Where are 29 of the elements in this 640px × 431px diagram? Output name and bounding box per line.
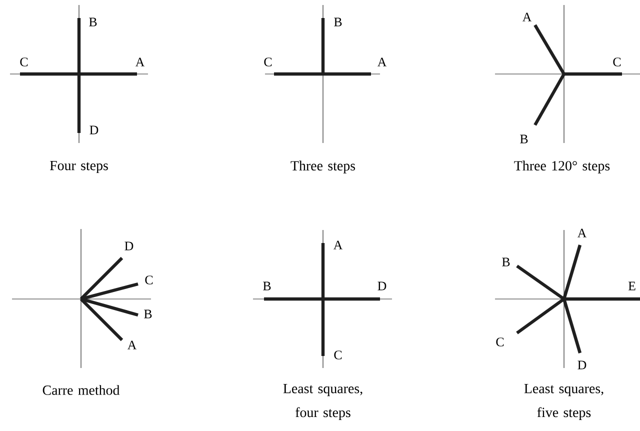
vector-label: B [502,258,510,266]
vector-label: A [127,340,137,350]
panel-caption: Carre method [42,385,120,395]
vector-label: A [333,240,343,250]
panel-caption: Four steps [50,160,108,174]
vector-label: D [124,242,134,250]
vector-label: D [90,126,98,134]
vector-label: B [334,18,342,26]
vector-label: C [264,58,272,66]
panel-caption: Three 120° steps [514,160,610,174]
vector-label: D [578,360,586,370]
panel-caption: Three steps [290,160,356,174]
vector-label: A [135,58,145,66]
vector-label: C [20,58,28,66]
vector-label: C [496,338,504,346]
vector-label: D [378,282,386,290]
vector-label: C [613,58,621,66]
vector-label: C [334,350,342,360]
vector-label: A [377,58,387,66]
vector-label: B [520,134,528,144]
vector-label: B [89,18,97,26]
vector-label: E [628,282,636,290]
vector-label: A [577,228,587,238]
vector-label: C [145,276,153,284]
panel-caption: Least squares, five steps [524,384,604,420]
vector-label: B [144,310,152,318]
panel-caption: Least squares, four steps [283,384,362,420]
vector-label: B [263,282,271,290]
vector-label: A [522,12,532,22]
